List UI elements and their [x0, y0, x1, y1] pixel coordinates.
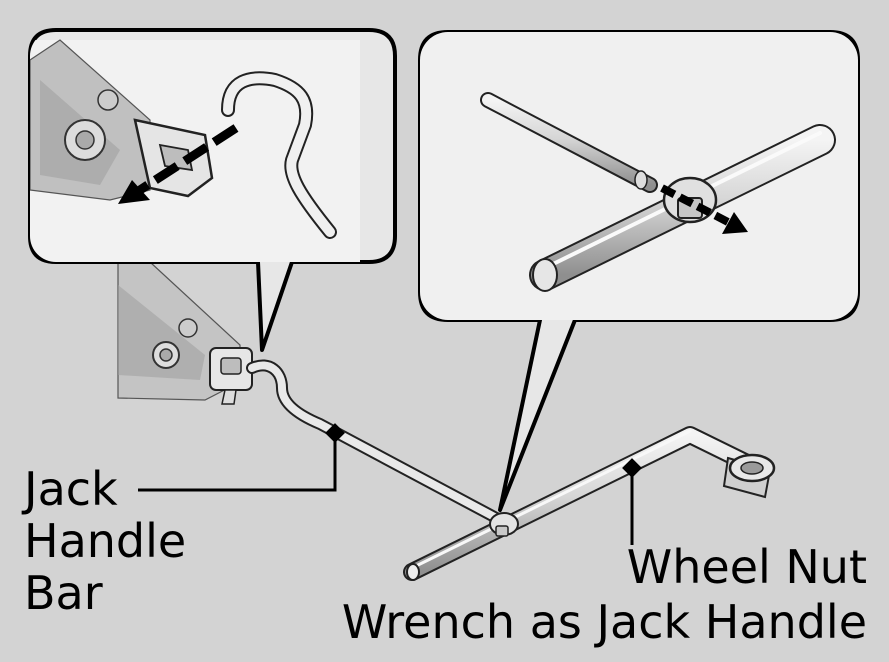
wheel-nut-wrench — [403, 426, 776, 581]
wrench-socket — [722, 453, 776, 499]
wheel-nut-wrench-label-line-2: Wrench as Jack Handle — [341, 595, 867, 649]
callout-hook-detail — [28, 28, 397, 352]
jack-handle-bar-label-line-2: Handle — [24, 514, 187, 568]
wheel-nut-wrench-label-line-1: Wheel Nut — [626, 540, 867, 594]
wrench-joint — [489, 512, 519, 537]
jack-handle-bar — [246, 359, 506, 526]
jack-handle-bar-label-line-3: Bar — [24, 566, 103, 620]
leader-wheel-nut-wrench — [622, 458, 642, 545]
insert-arrow-left — [118, 124, 239, 204]
jack-body — [117, 261, 253, 405]
jack-handle-bar-label-line-1: Jack — [24, 462, 118, 516]
callout-wrench-joint-detail — [418, 30, 860, 512]
leader-jack-handle-bar — [138, 423, 345, 492]
jack-handle-bar-label: Jack Handle Bar — [24, 463, 186, 619]
insert-arrow-right — [660, 184, 748, 234]
